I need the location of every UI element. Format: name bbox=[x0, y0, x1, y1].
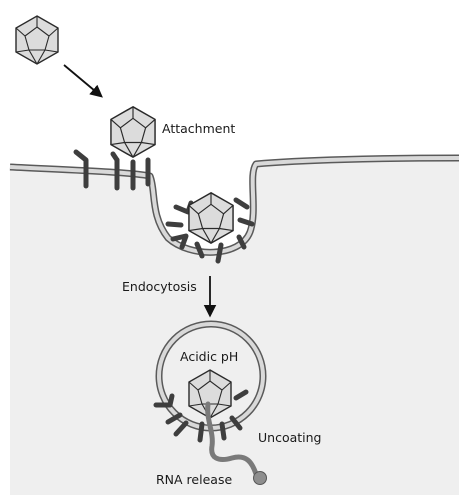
free-virion-icon bbox=[16, 16, 58, 64]
rna-end-icon bbox=[254, 472, 267, 485]
label-uncoating: Uncoating bbox=[258, 430, 321, 445]
internalizing-virion-icon bbox=[189, 193, 233, 243]
attached-virion-icon bbox=[111, 107, 155, 157]
label-attachment: Attachment bbox=[162, 121, 235, 136]
approach-arrow bbox=[64, 65, 101, 96]
label-rna-release: RNA release bbox=[156, 472, 232, 487]
label-endocytosis: Endocytosis bbox=[122, 279, 197, 294]
label-acidic-ph: Acidic pH bbox=[180, 349, 238, 364]
